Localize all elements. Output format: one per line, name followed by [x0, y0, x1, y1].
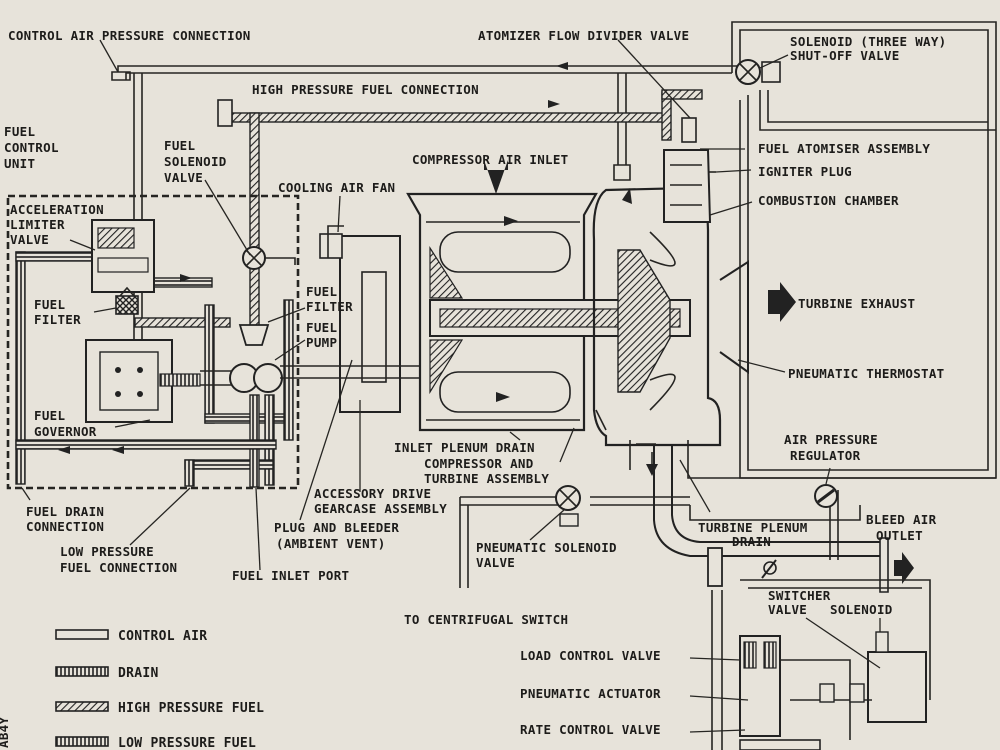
label-solenoid-three-way: SOLENOID (THREE WAY) [790, 34, 947, 49]
legend-swatch-control-air [55, 629, 109, 640]
label-acceleration-limiter-2: LIMITER [10, 217, 65, 232]
label-turbine-plenum-drain-2: DRAIN [732, 534, 771, 549]
label-switcher-valve-1: SWITCHER [768, 588, 831, 603]
label-fuel-drain-connection-2: CONNECTION [26, 519, 104, 534]
label-fuel-drain-connection-1: FUEL DRAIN [26, 504, 104, 519]
label-fuel-solenoid-valve-1: FUEL [164, 138, 195, 153]
low-pressure-fuel-lines [15, 251, 294, 488]
legend-swatch-drain [55, 666, 109, 677]
label-fuel-solenoid-valve-2: SOLENOID [164, 154, 227, 169]
label-fuel-control-unit-1: FUEL [4, 124, 35, 139]
label-fuel-pump-2: PUMP [306, 335, 337, 350]
acceleration-limiter-valve-body [91, 219, 155, 293]
label-solenoid: SOLENOID [830, 602, 893, 617]
leader-lines [21, 39, 881, 733]
fuel-filter-left-body [115, 286, 139, 315]
label-turbine-exhaust: TURBINE EXHAUST [798, 296, 915, 311]
label-shut-off-valve: SHUT-OFF VALVE [790, 48, 900, 63]
label-low-pressure-fuel-connection-1: LOW PRESSURE [60, 544, 154, 559]
label-pneumatic-solenoid-valve-1: PNEUMATIC SOLENOID [476, 540, 617, 555]
legend-label: LOW PRESSURE FUEL [118, 736, 256, 750]
label-acceleration-limiter-3: VALVE [10, 232, 49, 247]
label-fuel-atomiser-assembly: FUEL ATOMISER ASSEMBLY [758, 141, 930, 156]
margin-code: AB4Y [0, 717, 11, 748]
label-accessory-drive-2: GEARCASE ASSEMBLY [314, 501, 447, 516]
label-fuel-governor-1: FUEL [34, 408, 65, 423]
label-rate-control-valve: RATE CONTROL VALVE [520, 722, 661, 737]
label-high-pressure-fuel-connection: HIGH PRESSURE FUEL CONNECTION [252, 82, 479, 97]
legend-item-control-air: CONTROL AIR [55, 629, 207, 644]
legend-swatch-high-pressure-fuel [55, 701, 109, 712]
fuel-control-unit-boundary [6, 194, 300, 490]
label-fuel-control-unit-2: CONTROL [4, 140, 59, 155]
compressor-turbine-assembly [406, 186, 722, 447]
legend-item-high-pressure-fuel: HIGH PRESSURE FUEL [55, 701, 264, 716]
exhaust-duct [719, 260, 796, 374]
high-pressure-fuel-lines [134, 89, 703, 339]
legend-swatch-low-pressure-fuel [55, 736, 109, 747]
label-plug-and-bleeder-1: PLUG AND BLEEDER [274, 520, 399, 535]
flow-arrows [58, 62, 632, 454]
legend-item-drain: DRAIN [55, 666, 159, 681]
legend-label: DRAIN [118, 666, 159, 681]
compressor-inlet-arrow [484, 160, 508, 194]
fuel-solenoid-valve-symbol [242, 246, 296, 270]
label-acceleration-limiter-1: ACCELERATION [10, 202, 104, 217]
label-switcher-valve-2: VALVE [768, 602, 807, 617]
label-fuel-pump-1: FUEL [306, 320, 337, 335]
legend-label: CONTROL AIR [118, 629, 207, 644]
bleed-air-duct [595, 409, 914, 593]
accessory-drive-gearcase [280, 225, 420, 413]
label-to-centrifugal-switch: TO CENTRIFUGAL SWITCH [404, 612, 568, 627]
load-control-assembly [711, 559, 931, 750]
shutoff-valve-symbol [735, 59, 781, 85]
label-pneumatic-thermostat: PNEUMATIC THERMOSTAT [788, 366, 945, 381]
label-control-air-pressure-connection: CONTROL AIR PRESSURE CONNECTION [8, 28, 251, 43]
label-plug-and-bleeder-2: (AMBIENT VENT) [276, 536, 386, 551]
label-fuel-control-unit-3: UNIT [4, 156, 35, 171]
label-pneumatic-solenoid-valve-2: VALVE [476, 555, 515, 570]
pneumatic-solenoid-valve-symbol [555, 485, 581, 527]
label-compressor-air-inlet: COMPRESSOR AIR INLET [412, 152, 569, 167]
label-turbine-plenum-drain-1: TURBINE PLENUM [698, 520, 808, 535]
label-atomizer-flow-divider-valve: ATOMIZER FLOW DIVIDER VALVE [478, 28, 689, 43]
labels: CONTROL AIR PRESSURE CONNECTION HIGH PRE… [0, 28, 947, 748]
label-fuel-inlet-port: FUEL INLET PORT [232, 568, 349, 583]
label-fuel-filter-left-1: FUEL [34, 297, 65, 312]
combustion-chamber-body [663, 117, 716, 223]
label-fuel-filter-right-1: FUEL [306, 284, 337, 299]
label-accessory-drive-1: ACCESSORY DRIVE [314, 486, 431, 501]
label-air-pressure-regulator-1: AIR PRESSURE [784, 432, 878, 447]
label-fuel-governor-2: GOVERNOR [34, 424, 97, 439]
label-fuel-filter-right-2: FILTER [306, 299, 353, 314]
label-pneumatic-actuator: PNEUMATIC ACTUATOR [520, 686, 661, 701]
label-inlet-plenum-drain: INLET PLENUM DRAIN [394, 440, 535, 455]
label-air-pressure-regulator-2: REGULATOR [790, 448, 861, 463]
label-load-control-valve: LOAD CONTROL VALVE [520, 648, 661, 663]
label-low-pressure-fuel-connection-2: FUEL CONNECTION [60, 560, 177, 575]
label-igniter-plug: IGNITER PLUG [758, 164, 852, 179]
label-cooling-air-fan: COOLING AIR FAN [278, 180, 395, 195]
legend-item-low-pressure-fuel: LOW PRESSURE FUEL [55, 736, 256, 750]
legend: CONTROL AIR DRAIN HIGH PRESSURE FUEL LOW… [55, 629, 264, 750]
label-combustion-chamber: COMBUSTION CHAMBER [758, 193, 899, 208]
label-compressor-turbine-1: COMPRESSOR AND [424, 456, 534, 471]
label-bleed-air-outlet-2: OUTLET [876, 528, 923, 543]
label-fuel-filter-left-2: FILTER [34, 312, 81, 327]
legend-label: HIGH PRESSURE FUEL [118, 701, 264, 716]
air-pressure-regulator-symbol [814, 484, 838, 508]
fuel-governor-body [85, 339, 201, 423]
label-compressor-turbine-2: TURBINE ASSEMBLY [424, 471, 549, 486]
label-fuel-solenoid-valve-3: VALVE [164, 170, 203, 185]
label-bleed-air-outlet-1: BLEED AIR [866, 512, 937, 527]
